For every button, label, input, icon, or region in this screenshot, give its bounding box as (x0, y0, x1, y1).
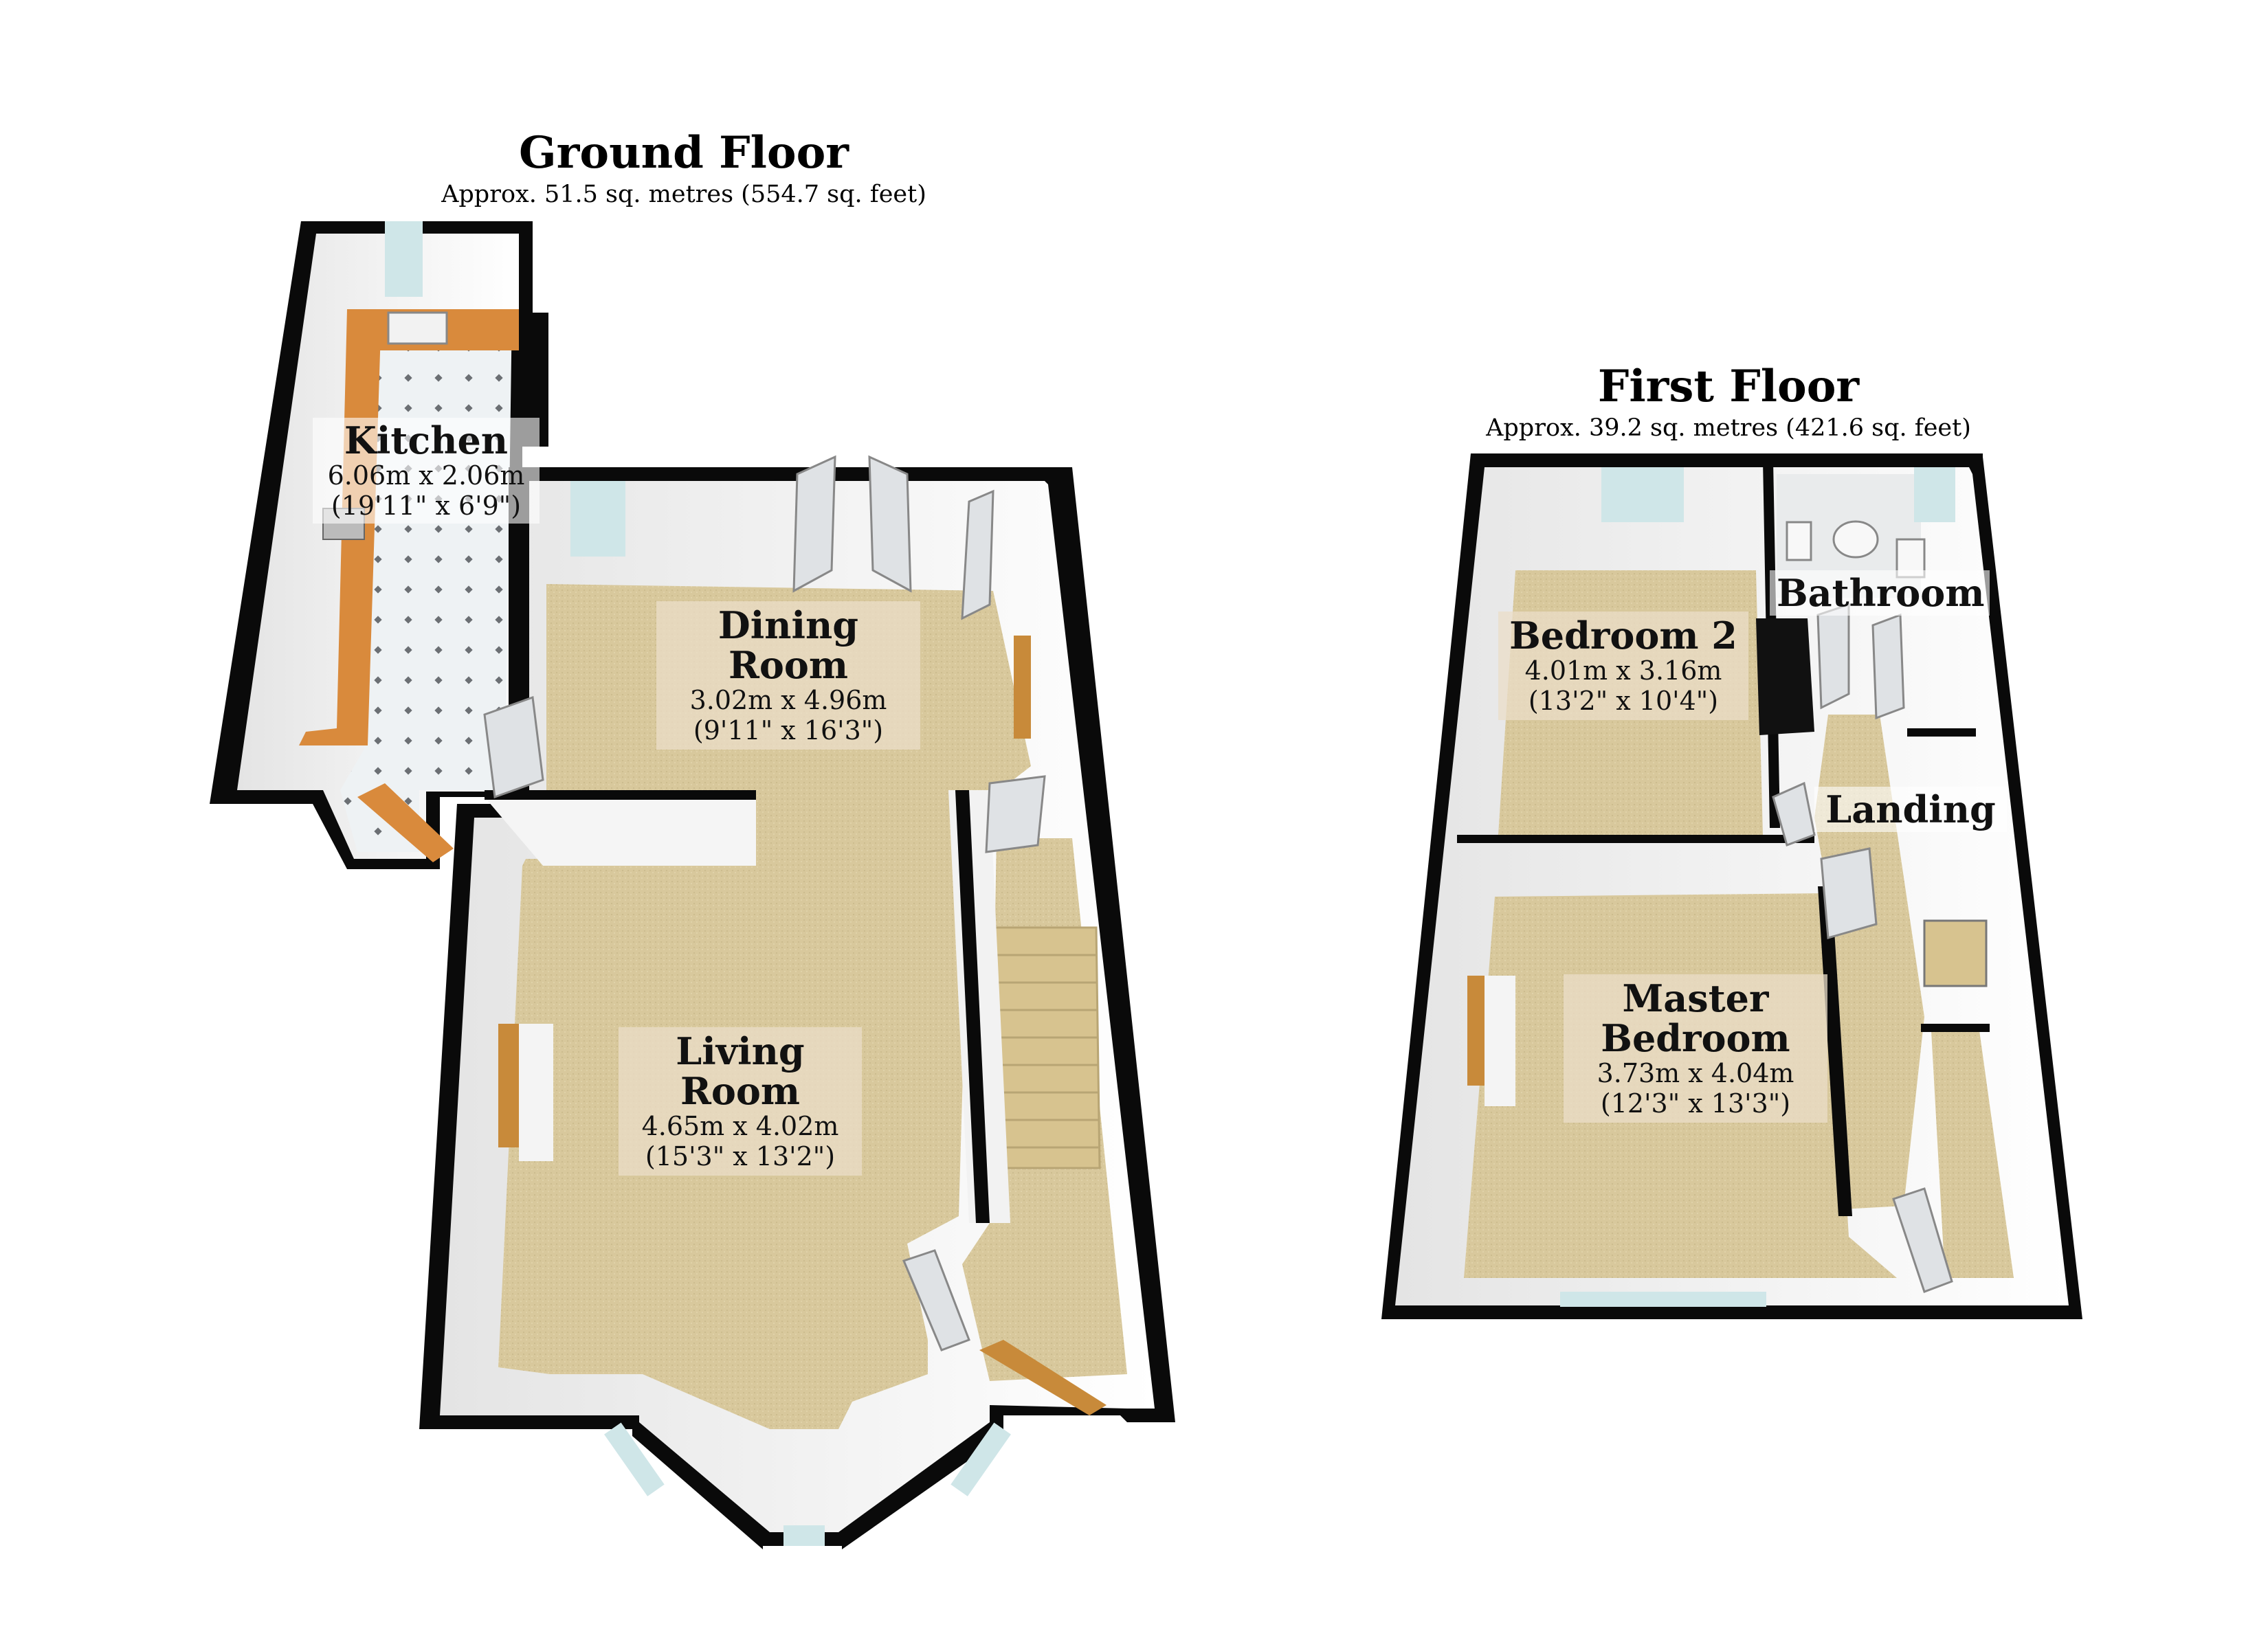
room-name: Bedroom 2 (1509, 614, 1737, 658)
living-hall-door (902, 1249, 970, 1351)
partition-top (485, 790, 756, 800)
front-door (979, 1340, 1107, 1415)
floor-area: Approx. 39.2 sq. metres (421.6 sq. feet) (1486, 414, 1971, 442)
staircase (988, 926, 1101, 1169)
kitchen-label: Kitchen 6.06m x 2.06m (19'11" x 6'9") (313, 418, 540, 524)
bedroom-2-door (1772, 781, 1816, 846)
living-chimney-breast (519, 1024, 553, 1161)
dining-room-label: Dining Room 3.02m x 4.96m (9'11" x 16'3"… (656, 601, 920, 750)
master-bedroom-window (1560, 1292, 1766, 1307)
living-room-label: Living Room 4.65m x 4.02m (15'3" x 13'2"… (619, 1027, 862, 1176)
airing-cupboard (1756, 618, 1814, 735)
room-name-line-1: Dining (718, 603, 859, 647)
room-size: 6.06m x 2.06m (327, 460, 525, 491)
bathroom-toilet (1786, 521, 1812, 561)
room-name: Bathroom (1777, 571, 1985, 615)
hallway-wall-edge (955, 790, 990, 1223)
room-name-line-2: Room (680, 1069, 801, 1113)
room-size-imperial: (19'11" x 6'9") (331, 491, 522, 521)
floor-name: First Floor (1597, 361, 1860, 412)
bay-window-centre (783, 1525, 825, 1546)
room-size: 3.73m x 4.04m (1597, 1058, 1794, 1088)
first-floor-title: First Floor Approx. 39.2 sq. metres (421… (1419, 361, 2038, 443)
room-size-imperial: (15'3" x 13'2") (645, 1141, 836, 1171)
bedroom-2-label: Bedroom 2 4.01m x 3.16m (13'2" x 10'4") (1498, 612, 1748, 720)
dining-window (570, 481, 625, 557)
right-closet-door (1892, 1187, 1953, 1293)
loft-hatch (1923, 919, 1988, 987)
room-size-imperial: (9'11" x 16'3") (693, 715, 884, 745)
kitchen-sink (387, 311, 448, 345)
room-name: Landing (1825, 787, 1996, 831)
landing-cupboard-door (1871, 613, 1905, 720)
master-bedroom-fireplace (1467, 976, 1485, 1086)
bathroom-basin (1832, 520, 1879, 559)
room-size-imperial: (12'3" x 13'3") (1600, 1088, 1791, 1119)
floor-area: Approx. 51.5 sq. metres (554.7 sq. feet) (441, 181, 926, 208)
french-door-right (868, 455, 912, 593)
room-name: Kitchen (344, 418, 509, 462)
french-door-left (792, 455, 836, 593)
master-landing-wall (1818, 886, 1852, 1216)
room-name-line-1: Master (1622, 976, 1769, 1020)
room-size: 3.02m x 4.96m (689, 685, 887, 715)
master-bedroom-chimney-breast (1485, 976, 1515, 1106)
right-closet-divider (1921, 1024, 1990, 1032)
dining-kitchen-door (483, 695, 544, 799)
dining-living-partition (485, 797, 756, 866)
kitchen-window (385, 221, 423, 297)
floor-name: Ground Floor (519, 127, 849, 179)
landing-cupboard-divider (1907, 728, 1976, 737)
hall-door (961, 489, 994, 620)
under-stairs-door (985, 775, 1046, 853)
right-closet-floor (1931, 1031, 2014, 1278)
bay-window-right (950, 1422, 1011, 1496)
room-size: 4.01m x 3.16m (1524, 655, 1722, 686)
master-bedroom-door (1820, 847, 1878, 939)
room-name-line-1: Living (676, 1029, 805, 1073)
room-size-imperial: (13'2" x 10'4") (1528, 686, 1719, 716)
room-name-line-2: Room (728, 643, 849, 687)
bedroom-2-master-divider (1457, 835, 1814, 843)
bathroom-window (1914, 467, 1955, 522)
master-bedroom-label: Master Bedroom 3.73m x 4.04m (12'3" x 13… (1564, 974, 1827, 1123)
bathroom-door (1816, 603, 1850, 710)
dining-fireplace (1014, 636, 1031, 739)
room-size: 4.65m x 4.02m (641, 1111, 839, 1141)
landing-label: Landing (1814, 787, 2007, 832)
living-fireplace (498, 1024, 519, 1147)
bedroom-2-window (1601, 467, 1684, 522)
bay-window-left (604, 1422, 665, 1496)
room-name-line-2: Bedroom (1601, 1016, 1790, 1060)
bathroom-label: Bathroom (1770, 570, 1990, 616)
kitchen-back-door (357, 783, 454, 862)
ground-floor-title: Ground Floor Approx. 51.5 sq. metres (55… (375, 127, 993, 210)
